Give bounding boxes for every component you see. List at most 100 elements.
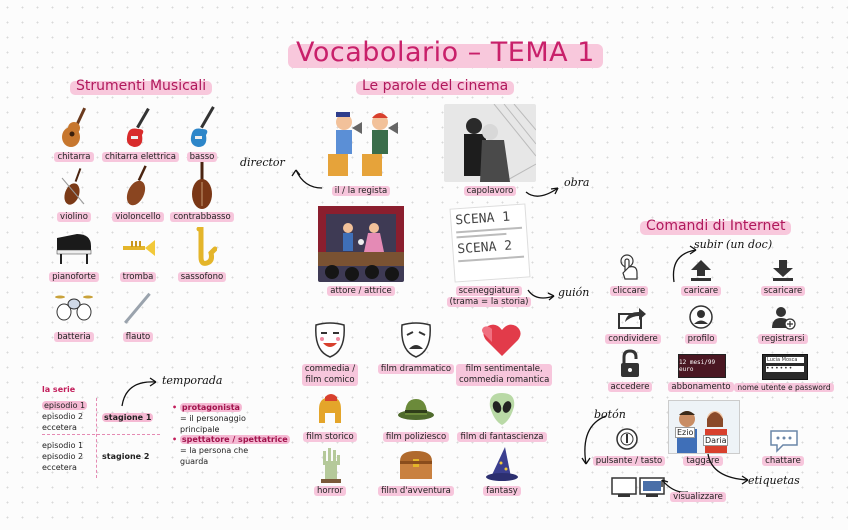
internet-label: registrarsi [752, 334, 814, 345]
bass-guitar-icon [184, 104, 220, 150]
internet-label: scaricare [752, 286, 814, 297]
internet-label: condividere [598, 334, 668, 345]
script-paper: SCENA 1 SCENA 2 [449, 203, 531, 283]
serie-ep1-a: episodio 1 [42, 401, 88, 410]
serie-etc-a: eccetera [42, 423, 77, 432]
instrument-label: chitarra [44, 152, 104, 163]
internet-label: caricare [670, 286, 732, 297]
arrow-etiquetas [707, 453, 749, 485]
note-director: director [240, 156, 285, 169]
arrow-guion [527, 289, 555, 301]
genre-label: film poliziesco [374, 432, 458, 443]
section-cinema: Le parole del cinema [356, 76, 515, 96]
serie-etc-b: eccetera [42, 463, 77, 472]
electric-guitar-icon [120, 104, 156, 150]
genre-label: film di fantascienza [456, 432, 548, 443]
internet-label: abbonamento [668, 382, 734, 393]
violin-icon [56, 166, 92, 210]
instrument-label: basso [172, 152, 232, 163]
serie-spettatore-def: = la persona che guarda [180, 446, 249, 466]
arrow-obra [525, 187, 559, 197]
director-illustration [316, 104, 406, 182]
arrow-director [291, 169, 323, 189]
internet-label: nome utente e password [732, 382, 836, 393]
tagged-photo-icon: Ezio Daria [668, 400, 740, 454]
section-internet: Comandi di Internet [640, 216, 792, 236]
serie-protagonista: • protagonista [172, 403, 242, 412]
hearts-icon [478, 320, 526, 360]
arrow-subir [672, 245, 697, 283]
serie-stagione1: stagione 1 [102, 413, 154, 422]
double-bass-icon [184, 162, 220, 210]
genre-label: horror [292, 486, 368, 497]
serie-divider-vertical [96, 398, 97, 478]
subscription-card-icon: 12 mesi/99 euro [678, 354, 726, 378]
arrow-boton [581, 415, 607, 465]
internet-label: visualizzare [666, 492, 730, 503]
wizard-hat-icon [484, 444, 520, 484]
tag-name-b: Daria [703, 435, 729, 446]
instrument-label: violoncello [108, 212, 168, 223]
cinema-label-trama: (trama = la storia) [440, 297, 538, 308]
serie-protagonista-def: = il personaggio principale [180, 414, 246, 434]
genre-label: film storico [292, 432, 368, 443]
internet-label: cliccare [598, 286, 660, 297]
capolavoro-photo [444, 103, 537, 183]
note-subir: subir (un doc) [694, 238, 773, 251]
treasure-chest-icon [396, 446, 436, 484]
serie-spettatore: • spettatore / spettatrice [172, 435, 290, 444]
genre-label: fantasy [456, 486, 548, 497]
instrument-label: contrabbasso [166, 212, 238, 223]
page-title: Vocabolario – TEMA 1 [288, 34, 603, 72]
helmet-icon [312, 392, 348, 428]
internet-label: taggare [670, 456, 736, 467]
chat-icon [768, 428, 800, 454]
arrow-temporada [121, 377, 157, 407]
button-icon [614, 426, 640, 452]
serie-heading: la serie [42, 385, 76, 394]
internet-label: chattare [752, 456, 814, 467]
profile-icon [686, 302, 716, 332]
piano-icon [54, 228, 94, 268]
serie-stagione2: stagione 2 [102, 452, 150, 461]
instrument-label: tromba [108, 272, 168, 283]
internet-label: profilo [670, 334, 732, 345]
alien-icon [486, 390, 518, 428]
theatre-illustration [318, 206, 404, 282]
download-icon [768, 256, 798, 284]
hand-click-icon [614, 252, 644, 284]
saxophone-icon [186, 226, 220, 270]
cello-icon [120, 164, 156, 210]
detective-hat-icon [396, 392, 436, 426]
instrument-label: sassofono [172, 272, 232, 283]
share-icon [614, 304, 650, 332]
instrument-label: chitarra elettrica [102, 152, 179, 163]
acoustic-guitar-icon [56, 104, 92, 150]
drums-icon [54, 290, 94, 326]
serie-ep2-a: episodio 2 [42, 412, 84, 421]
flute-icon [120, 290, 156, 326]
upload-icon [686, 256, 716, 284]
genre-label: film drammatico [374, 364, 458, 375]
note-guion: guión [558, 286, 590, 299]
comedy-mask-icon [312, 320, 348, 360]
note-etiquetas: etiquetas [748, 474, 800, 487]
cinema-label-attore: attore / attrice [320, 286, 402, 297]
internet-label: accedere [598, 382, 662, 393]
scene-2-text: SCENA 2 [456, 238, 513, 258]
instrument-label: pianoforte [44, 272, 104, 283]
instrument-label: flauto [108, 332, 168, 343]
login-password: •••••• [766, 366, 804, 372]
padlock-icon [616, 348, 644, 380]
genre-label: film sentimentale, commedia romantica [456, 364, 553, 386]
section-strumenti: Strumenti Musicali [70, 76, 213, 96]
cinema-label-capolavoro: capolavoro [446, 186, 534, 197]
drama-mask-icon [398, 320, 434, 360]
serie-ep1-b: episodio 1 [42, 441, 84, 450]
cinema-label-sceneggiatura: sceneggiatura [446, 286, 532, 297]
genre-label: film d'avventura [374, 486, 458, 497]
serie-ep2-b: episodio 2 [42, 452, 84, 461]
login-username: Lucia Mosca [766, 357, 804, 363]
note-obra: obra [564, 176, 590, 189]
cinema-label-regista: il / la regista [320, 186, 402, 197]
